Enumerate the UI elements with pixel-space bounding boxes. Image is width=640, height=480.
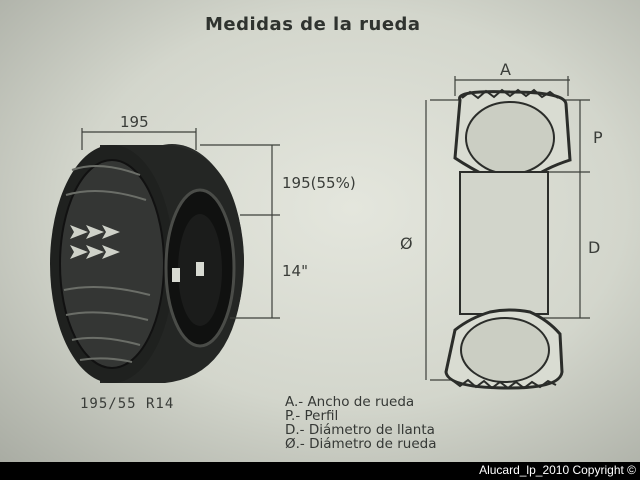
tire-width-label: 195 — [120, 113, 149, 131]
section-width-label: A — [500, 60, 511, 79]
tire-profile-label: 195(55%) — [282, 174, 356, 192]
legend-item: Ø.- Diámetro de rueda — [285, 436, 437, 452]
rim-size-label: 14" — [282, 262, 308, 280]
wheel-cross-section — [425, 76, 590, 390]
footer-bar: Alucard_lp_2010 Copyright © — [0, 462, 640, 480]
wheel-diagram — [50, 76, 590, 390]
tire-code-label: 195/55 R14 — [80, 396, 175, 412]
section-profile-label: P — [593, 128, 603, 147]
tire-illustration — [50, 144, 244, 383]
legend-item: P.- Perfil — [285, 408, 339, 424]
legend: A.- Ancho de rueda P.- Perfil D.- Diámet… — [285, 395, 436, 451]
legend-item: A.- Ancho de rueda — [285, 394, 415, 410]
page-title: Medidas de la rueda — [205, 14, 421, 35]
section-rim-diameter-label: D — [588, 238, 601, 257]
section-wheel-diameter-label: Ø — [400, 234, 413, 253]
legend-item: D.- Diámetro de llanta — [285, 422, 435, 438]
copyright-text: Alucard_lp_2010 Copyright © — [479, 463, 636, 477]
tire-dimension-lines — [81, 128, 280, 319]
